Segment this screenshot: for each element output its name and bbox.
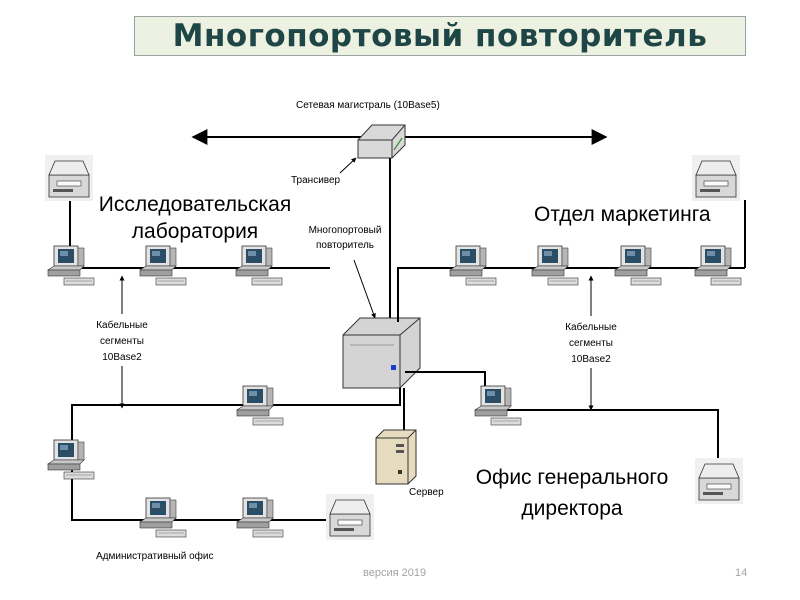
printer-icon bbox=[325, 493, 375, 541]
workstation-icon bbox=[236, 497, 284, 538]
marketing-label: Отдел маркетинга bbox=[534, 203, 711, 226]
workstation-icon bbox=[47, 245, 95, 286]
workstation-icon bbox=[694, 245, 742, 286]
transceiver-label: Трансивер bbox=[291, 175, 341, 186]
research-lab-label: Исследовательская лаборатория bbox=[84, 191, 306, 245]
repeater-label-line2: повторитель bbox=[316, 240, 374, 251]
admin-office-label: Административный офис bbox=[96, 551, 214, 562]
research-lab-label-line2: лаборатория bbox=[131, 220, 259, 243]
slide-title-box: Многопортовый повторитель bbox=[134, 16, 746, 56]
cable-left-line2: сегменты bbox=[100, 336, 144, 347]
workstation-icon bbox=[139, 497, 187, 538]
repeater-label-line1: Многопортовый bbox=[308, 225, 382, 236]
workstation-icon bbox=[531, 245, 579, 286]
server-icon bbox=[375, 429, 417, 485]
ceo-office-label: Офис генерального директора bbox=[446, 462, 698, 524]
backbone-label: Сетевая магистраль (10Base5) bbox=[296, 100, 440, 111]
workstation-icon bbox=[139, 245, 187, 286]
cable-left-line3: 10Base2 bbox=[102, 352, 142, 363]
repeater-icon bbox=[342, 317, 421, 389]
cable-right-line3: 10Base2 bbox=[571, 354, 611, 365]
printer-icon bbox=[691, 154, 741, 202]
cable-right-line2: сегменты bbox=[569, 338, 613, 349]
slide-title: Многопортовый повторитель bbox=[172, 18, 708, 54]
printer-icon bbox=[694, 457, 744, 505]
workstation-icon bbox=[474, 385, 522, 426]
workstation-icon bbox=[449, 245, 497, 286]
transceiver-icon bbox=[357, 124, 406, 159]
footer-version: версия 2019 bbox=[363, 567, 427, 579]
page-number: 14 bbox=[735, 567, 748, 579]
workstation-icon bbox=[47, 439, 95, 480]
workstation-icon bbox=[235, 245, 283, 286]
cable-left-line1: Кабельные bbox=[96, 320, 148, 331]
ceo-office-label-line2: директора bbox=[521, 497, 623, 520]
cable-right-line1: Кабельные bbox=[565, 322, 617, 333]
cable-segments-right-label: Кабельные сегменты 10Base2 bbox=[551, 320, 631, 368]
cable-segments-left-label: Кабельные сегменты 10Base2 bbox=[82, 318, 162, 366]
ceo-office-label-line1: Офис генерального bbox=[475, 466, 669, 489]
research-lab-label-line1: Исследовательская bbox=[98, 193, 292, 216]
workstation-icon bbox=[614, 245, 662, 286]
server-label: Сервер bbox=[409, 487, 444, 498]
repeater-label: Многопортовый повторитель bbox=[298, 225, 392, 251]
